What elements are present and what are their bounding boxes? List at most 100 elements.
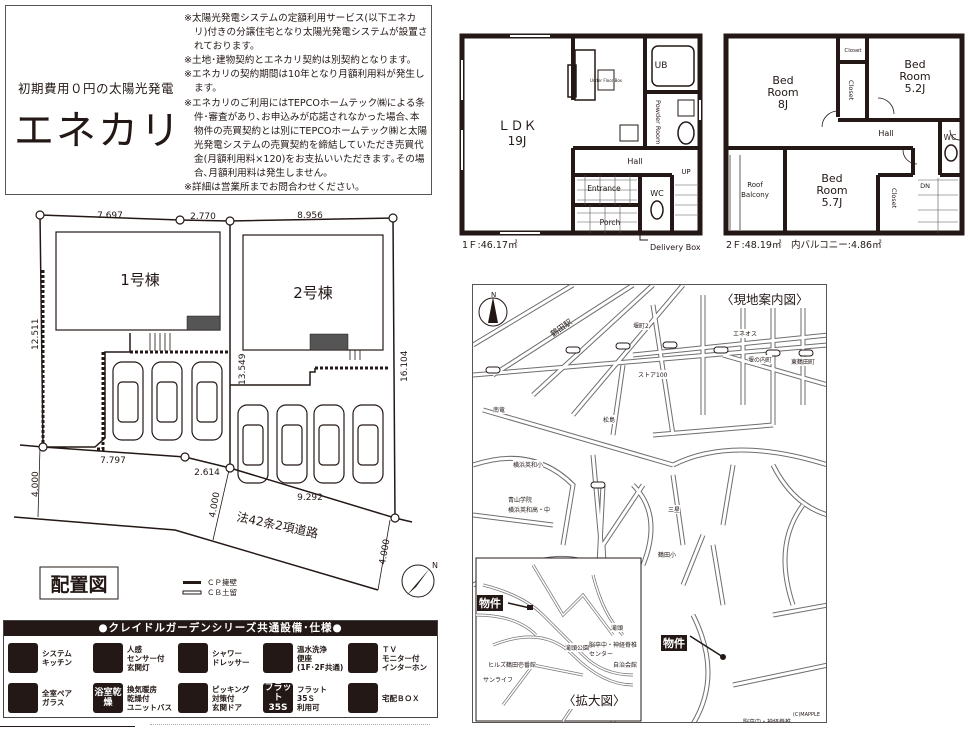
- map-north-label: N: [491, 291, 496, 299]
- dim-bot3: 9.292: [297, 493, 323, 503]
- equipment-label: フラット 35Ｓ 利用可: [297, 684, 327, 712]
- equipment-label: システム キッチン: [42, 649, 72, 667]
- parking-car: [313, 404, 345, 484]
- bus-stop-icon: [798, 349, 814, 357]
- map-place-label: ストア100: [638, 370, 668, 379]
- kitchen-icon: [8, 643, 38, 673]
- note: ※詳細は営業所までお問合わせください｡: [184, 182, 360, 194]
- equipment-item: シャワー ドレッサー: [178, 638, 263, 678]
- property-marker[interactable]: 物件: [661, 635, 687, 651]
- site-north-label: N: [432, 561, 438, 570]
- map-road: [473, 285, 574, 347]
- bus-stop-icon: [485, 366, 501, 374]
- equipment-label: 人感 センサー付 玄関灯: [127, 644, 165, 672]
- room-bed-57-line2: Room: [816, 184, 847, 197]
- under-floor-box: Under Floor Box: [590, 78, 623, 83]
- flat35-icon: フラット 35S: [263, 683, 293, 713]
- intercom-icon: [348, 643, 378, 673]
- room-porch: Porch: [600, 218, 621, 227]
- room-entrance: Entrance: [587, 184, 621, 193]
- equipment-label: 換気暖房 乾燥付 ユニットバス: [127, 684, 172, 712]
- dim-bot2: 2.614: [194, 468, 220, 478]
- delivery-box-icon: [348, 683, 378, 713]
- enekari-subtitle: 初期費用０円の太陽光発電: [18, 81, 175, 96]
- map-place-label: 三星: [668, 505, 681, 514]
- note: ※土地･建物契約とエネカリ契約は別契約となります。: [184, 55, 417, 67]
- parking-car: [276, 404, 308, 484]
- room-bed-57-line1: Bed: [821, 172, 842, 185]
- legend-cb: ＣＢ土留: [207, 587, 237, 597]
- floor-plan-1f: [459, 33, 703, 241]
- room-bed-8-line2: Room: [767, 86, 798, 99]
- room-bed-8-line1: Bed: [772, 74, 793, 87]
- parking-car: [191, 361, 223, 441]
- room-bed-52-line2: Room: [899, 70, 930, 83]
- bus-stop-icon: [662, 341, 678, 349]
- map-place-label: 自治会館: [613, 660, 638, 669]
- map-place-label: 東鶴田町: [791, 357, 816, 366]
- bus-stop-icon: [565, 346, 581, 354]
- window-icon: [8, 683, 38, 713]
- stair-dn: DN: [920, 182, 930, 190]
- room-bed-57-size: 5.7J: [822, 196, 843, 209]
- enekari-title: エネカリ: [14, 108, 182, 154]
- roof-balcony-1: Roof: [747, 181, 763, 189]
- dim-mid: 13.549: [238, 353, 248, 385]
- bath-icon: 浴室乾燥: [93, 683, 123, 713]
- note: ※エネカリのご利用にはTEPCOホームテック㈱による条件･審査があり､お申込みが…: [184, 97, 428, 180]
- equipment-label: ＴＶ モニター付 インターホン: [382, 644, 427, 672]
- room-hall-1f: Hall: [627, 157, 642, 166]
- map-road: [652, 423, 774, 437]
- map-place-label: 南竜: [493, 405, 506, 414]
- map-place-label: 鶴田小: [658, 550, 677, 559]
- building-2-label: 2号棟: [293, 284, 333, 302]
- closet-bed57: Closet: [890, 188, 898, 209]
- equipment-item: ＴＶ モニター付 インターホン: [348, 638, 433, 678]
- legend-cb-swatch: [182, 590, 202, 595]
- dim-top1: 7.697: [97, 211, 123, 221]
- room-wc-2f: WC: [944, 133, 957, 142]
- roof-balcony-2: Balcony: [741, 191, 769, 199]
- property-marker-inset[interactable]: 物件: [477, 595, 503, 611]
- floor-plan-2f: [723, 33, 965, 236]
- site-plan: 7.697 2.770 8.956 12.511 13.549 16.104 7…: [13, 210, 438, 600]
- equipment-label: 温水洗浄 便座 (1F･2F共通): [297, 644, 344, 672]
- equipment-item: 浴室乾燥換気暖房 乾燥付 ユニットバス: [93, 678, 178, 718]
- delivery-box-label: Delivery Box: [650, 243, 701, 252]
- map-road: [492, 285, 634, 377]
- map-road: [571, 285, 685, 416]
- bus-stop-icon: [765, 349, 781, 357]
- map-place-label: 堰の内町: [748, 355, 773, 364]
- building-1-label: 1号棟: [120, 271, 160, 289]
- map-road: [611, 364, 625, 436]
- legend-cp-swatch: [183, 581, 201, 584]
- road-label: 法42条2項道路: [235, 509, 319, 541]
- map-road: [691, 614, 710, 722]
- north-arrow-icon: N: [401, 561, 438, 598]
- bus-stop-icon: [590, 481, 606, 489]
- dim-bot1: 7.797: [100, 456, 126, 466]
- enekari-info-box: 初期費用０円の太陽光発電 エネカリ ※太陽光発電システムの定額利用サービス(以下…: [5, 5, 432, 195]
- room-bed-52-line1: Bed: [904, 58, 925, 71]
- map-place-label: サンライフ: [483, 675, 514, 684]
- parking-car: [112, 361, 144, 441]
- map-place-label: 青山学院: [508, 495, 533, 504]
- stair-up: UP: [681, 168, 690, 176]
- equipment-header: ●クレイドルガーデンシリーズ共通設備･仕様●: [4, 621, 437, 636]
- map-place-label: ヒルズ鶴田壱番館: [488, 660, 537, 669]
- parking-car: [151, 361, 183, 441]
- map-road: [771, 464, 826, 516]
- map-place-label: 滝頭公園: [565, 643, 590, 652]
- map-road: [711, 544, 725, 606]
- map-road: [721, 464, 735, 526]
- map-place-label: 滝頭: [611, 623, 624, 632]
- map-road: [722, 353, 826, 386]
- map-north-icon: N: [478, 291, 508, 327]
- map-place-label: 松島: [603, 415, 616, 424]
- floor-plans: ＬＤＫ 19J UB Powder Room Hall UP WC Entran…: [459, 33, 965, 252]
- dim-top3: 8.956: [297, 211, 323, 221]
- map-road: [783, 504, 805, 606]
- parking-car: [237, 404, 269, 484]
- dim-road3: 4.000: [378, 538, 392, 565]
